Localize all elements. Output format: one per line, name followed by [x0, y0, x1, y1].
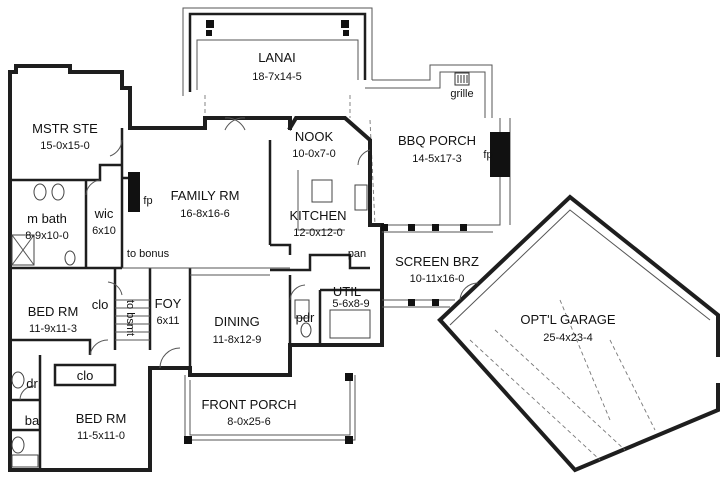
lanai-outline	[182, 7, 373, 118]
kitchen-fixtures	[294, 170, 371, 339]
room-size-util: 5-6x8-9	[332, 298, 369, 310]
screen-breezeway-outline	[381, 224, 500, 308]
room-name-nook: NOOK	[295, 129, 334, 144]
master-fireplace-icon	[128, 172, 140, 212]
room-name-family-rm: FAMILY RM	[171, 188, 240, 203]
room-size-screen-brz: 10-11x16-0	[410, 273, 465, 285]
bbq-fireplace-icon	[490, 132, 510, 177]
room-size-dining: 11-8x12-9	[213, 334, 262, 346]
master-fp-label: fp	[143, 195, 152, 207]
stairs	[115, 299, 150, 341]
dr-label: dr	[26, 376, 38, 391]
clo-label-2: clo	[77, 368, 94, 383]
room-name-bed-rm-1: BED RM	[28, 304, 79, 319]
grille-label: grille	[450, 88, 473, 100]
bbq-porch-outline	[365, 64, 511, 226]
room-size-opt-garage: 25-4x23-4	[543, 332, 593, 344]
bath-fixtures	[11, 183, 76, 468]
room-size-front-porch: 8-0x25-6	[227, 416, 270, 428]
to-bonus-label: to bonus	[127, 248, 170, 260]
room-name-front-porch: FRONT PORCH	[201, 397, 296, 412]
doors	[19, 117, 371, 401]
room-name-dining: DINING	[214, 314, 260, 329]
room-name-bbq-porch: BBQ PORCH	[398, 133, 476, 148]
room-name-util: UTIL	[333, 284, 361, 299]
front-porch-outline	[184, 373, 356, 444]
room-size-nook: 10-0x7-0	[292, 148, 335, 160]
clo-label-1: clo	[92, 297, 109, 312]
room-size-m-bath: 8-9x10-0	[25, 230, 68, 242]
room-size-foy: 6x11	[156, 315, 179, 327]
room-name-lanai: LANAI	[258, 50, 296, 65]
room-name-m-bath: m bath	[27, 211, 67, 226]
room-size-kitchen: 12-0x12-0	[293, 227, 343, 239]
room-name-wic: wic	[94, 206, 114, 221]
room-name-mstr-ste: MSTR STE	[32, 121, 98, 136]
room-name-foy: FOY	[155, 296, 182, 311]
garage-outline	[437, 194, 720, 473]
room-size-bbq-porch: 14-5x17-3	[412, 153, 462, 165]
room-name-opt-garage: OPT'L GARAGE	[520, 312, 616, 327]
bbq-fp-label: fp	[483, 149, 492, 161]
house-exterior-walls	[8, 64, 384, 472]
room-size-lanai: 18-7x14-5	[252, 71, 302, 83]
room-size-bed-rm-2: 11-5x11-0	[77, 430, 125, 442]
ba-label: ba	[25, 413, 40, 428]
room-size-mstr-ste: 15-0x15-0	[40, 140, 90, 152]
room-name-kitchen: KITCHEN	[289, 208, 346, 223]
pan-label: pan	[348, 248, 366, 260]
interior-walls	[10, 128, 382, 470]
to-bsmt-label: to bsmt	[124, 300, 136, 336]
room-size-family-rm: 16-8x16-6	[180, 208, 230, 220]
room-name-screen-brz: SCREEN BRZ	[395, 254, 479, 269]
room-size-bed-rm-1: 11-9x11-3	[29, 323, 77, 335]
room-size-wic: 6x10	[92, 225, 116, 237]
pdr-label: pdr	[296, 310, 315, 325]
room-name-bed-rm-2: BED RM	[76, 411, 127, 426]
